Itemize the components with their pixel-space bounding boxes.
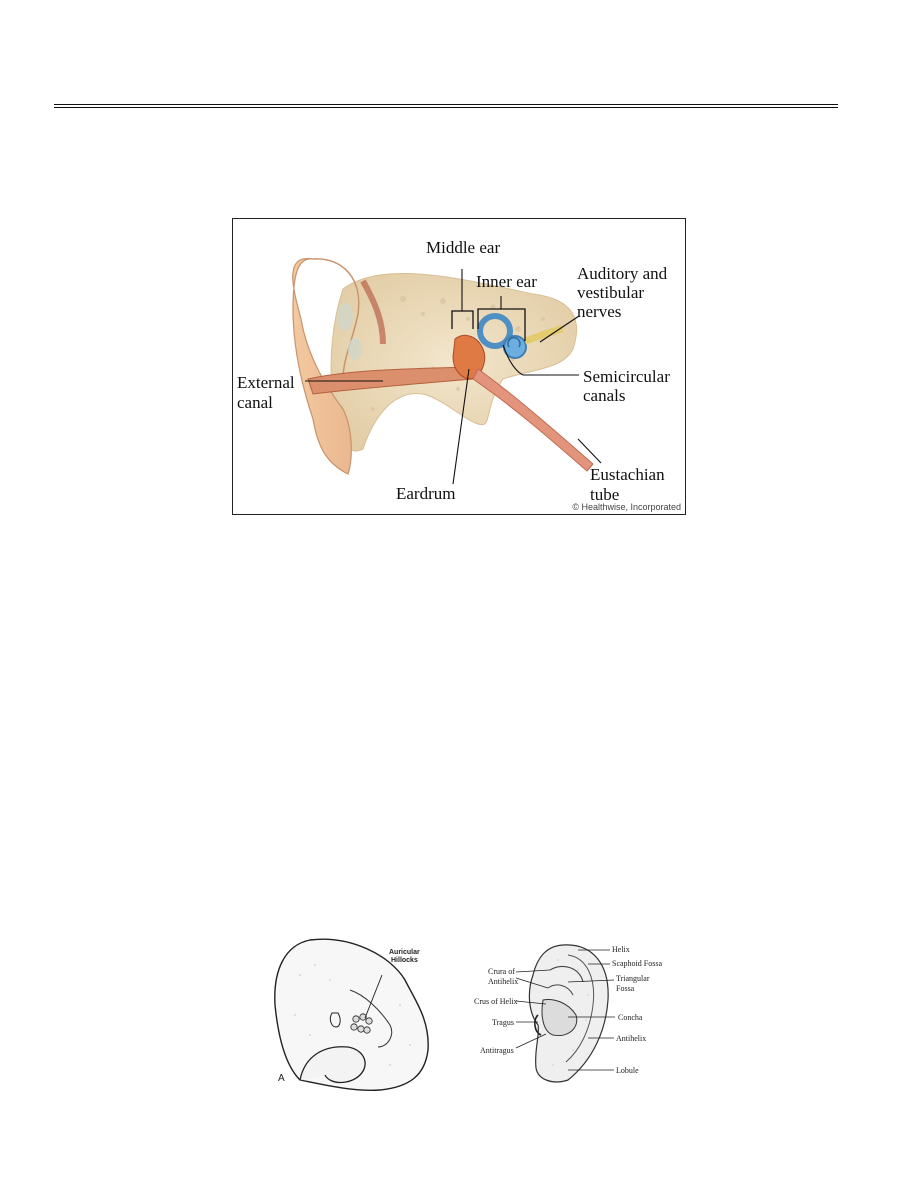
label-crus-of-helix: Crus of Helix — [474, 997, 518, 1006]
label-triangular-fossa-1: Triangular — [616, 974, 650, 983]
auricle-illustration — [515, 944, 615, 1083]
auricle-sketch-figure: Helix Scaphoid Fossa Triangular Fossa Cr… — [468, 940, 668, 1085]
label-lobule: Lobule — [616, 1066, 639, 1075]
label-antihelix: Antihelix — [616, 1034, 647, 1043]
label-auditory-nerves-2: vestibular — [577, 283, 645, 302]
header-rule-bottom — [54, 107, 838, 108]
label-scaphoid-fossa: Scaphoid Fossa — [612, 959, 662, 968]
label-auricular-hillocks-1: Auricular — [389, 949, 420, 956]
label-helix: Helix — [612, 945, 630, 954]
label-triangular-fossa-2: Fossa — [616, 984, 635, 993]
label-eustachian-tube-2: tube — [590, 485, 620, 504]
header-rule-top — [54, 104, 838, 105]
ear-anatomy-figure: Middle ear Inner ear Auditory and vestib… — [232, 218, 686, 515]
label-crura-of-antihelix-1: Crura of — [488, 967, 515, 976]
label-auditory-nerves-3: nerves — [577, 302, 622, 321]
label-inner-ear: Inner ear — [476, 272, 537, 291]
panel-letter: A — [278, 1073, 285, 1084]
label-eustachian-tube-1: Eustachian — [590, 465, 665, 484]
label-semicircular-canals-2: canals — [583, 386, 626, 405]
label-eardrum: Eardrum — [396, 484, 456, 503]
ear-anatomy-illustration — [292, 258, 602, 485]
label-concha: Concha — [618, 1013, 643, 1022]
label-external-canal-2: canal — [237, 393, 273, 412]
label-external-canal-1: External — [237, 373, 295, 392]
embryo-sketch-figure: Auricular Hillocks A — [270, 935, 440, 1095]
embryo-illustration — [274, 938, 429, 1092]
label-semicircular-canals-1: Semicircular — [583, 367, 670, 386]
label-auditory-nerves-1: Auditory and — [577, 264, 668, 283]
label-auricular-hillocks-2: Hillocks — [391, 957, 418, 964]
label-middle-ear: Middle ear — [426, 238, 501, 257]
label-tragus: Tragus — [492, 1018, 514, 1027]
label-antitragus: Antitragus — [480, 1046, 514, 1055]
label-crura-of-antihelix-2: Antihelix — [488, 977, 519, 986]
image-credit: © Healthwise, Incorporated — [572, 502, 681, 512]
